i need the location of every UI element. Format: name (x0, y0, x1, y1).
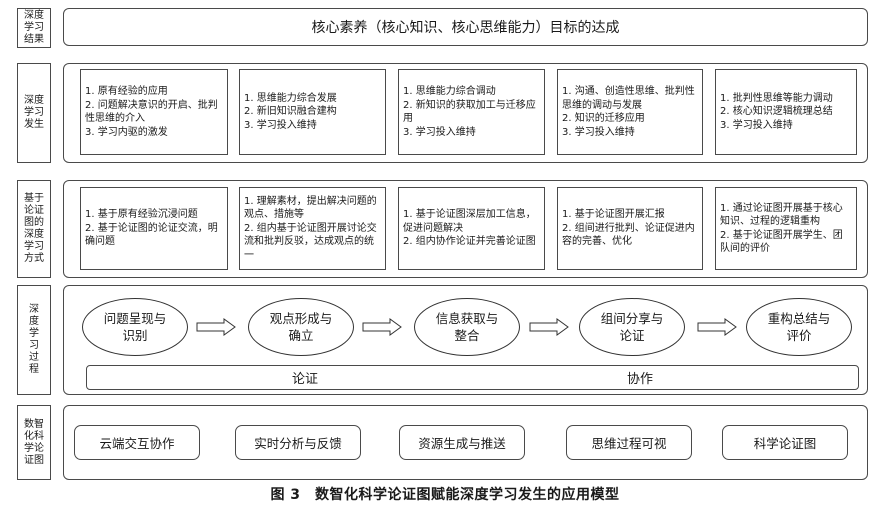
row-label-result: 深度 学习 结果 (17, 8, 51, 48)
row-label-method: 基于 论证 图的 深度 学习 方式 (17, 180, 51, 278)
occurrence-cell-5-line-3: 3. 学习投入维持 (720, 119, 793, 131)
row-label-result-text: 深度 学习 结果 (24, 10, 44, 45)
tools-panel (63, 405, 868, 480)
stage-ellipse-2: 观点形成与 确立 (248, 298, 354, 356)
stage-ellipse-1-text: 问题呈现与 识别 (103, 311, 167, 343)
bar-label-argument: 论证 (292, 372, 319, 387)
method-cell-1-line-2: 2. 基于论证图的论证交流，明确问题 (85, 222, 218, 248)
arrow-right-icon (362, 318, 402, 336)
method-cell-2-line-1: 1. 理解素材，提出解决问题的观点、措施等 (244, 195, 377, 221)
occurrence-cell-4-line-3: 3. 学习投入维持 (562, 126, 635, 138)
method-cell-5: 1. 通过论证图开展基于核心知识、过程的逻辑重构 2. 基于论证图开展学生、团队… (715, 187, 857, 270)
occurrence-cell-5: 1. 批判性思维等能力调动 2. 核心知识逻辑梳理总结 3. 学习投入维持 (715, 69, 857, 155)
stage-ellipse-4: 组间分享与 论证 (579, 298, 685, 356)
occurrence-cell-2: 1. 思维能力综合发展 2. 新旧知识融合建构 3. 学习投入维持 (239, 69, 386, 155)
bar-label-collaboration: 协作 (627, 372, 654, 387)
occurrence-cell-3-line-3: 3. 学习投入维持 (403, 126, 476, 138)
arrow-right-icon (697, 318, 737, 336)
row-label-process: 深 度 学 习 过 程 (17, 285, 51, 395)
arrow-right-icon (529, 318, 569, 336)
method-cell-4-line-1: 1. 基于论证图开展汇报 (562, 209, 665, 221)
method-cell-4: 1. 基于论证图开展汇报 2. 组间进行批判、论证促进内容的完善、优化 (557, 187, 703, 270)
stage-ellipse-5: 重构总结与 评价 (746, 298, 852, 356)
tool-box-1: 云端交互协作 (74, 425, 200, 460)
method-cell-1: 1. 基于原有经验沉浸问题 2. 基于论证图的论证交流，明确问题 (80, 187, 228, 270)
argument-collaboration-bar (86, 365, 859, 390)
stage-ellipse-5-text: 重构总结与 评价 (767, 311, 831, 343)
row-label-process-text: 深 度 学 习 过 程 (29, 304, 39, 375)
tool-box-3: 资源生成与推送 (399, 425, 525, 460)
method-cell-1-line-1: 1. 基于原有经验沉浸问题 (85, 209, 198, 221)
occurrence-cell-3-line-2: 2. 新知识的获取加工与迁移应用 (403, 99, 536, 125)
tool-box-1-text: 云端交互协作 (99, 436, 175, 451)
occurrence-cell-3: 1. 思维能力综合调动 2. 新知识的获取加工与迁移应用 3. 学习投入维持 (398, 69, 545, 155)
figure-caption: 图 3 数智化科学论证图赋能深度学习发生的应用模型 (270, 487, 620, 503)
row-label-tools: 数智 化科 学论 证图 (17, 405, 51, 480)
occurrence-cell-1-line-1: 1. 原有经验的应用 (85, 86, 168, 97)
goal-box: 核心素养（核心知识、核心思维能力）目标的达成 (63, 8, 868, 46)
occurrence-cell-1-line-3: 3. 学习内驱的激发 (85, 126, 168, 138)
tool-box-3-text: 资源生成与推送 (418, 436, 506, 451)
occurrence-cell-2-line-1: 1. 思维能力综合发展 (244, 92, 337, 104)
occurrence-cell-1: 1. 原有经验的应用 2. 问题解决意识的开启、批判性思维的介入 3. 学习内驱… (80, 69, 228, 155)
arrow-right-icon (196, 318, 236, 336)
method-panel (63, 180, 868, 278)
occurrence-cell-4: 1. 沟通、创造性思维、批判性思维的调动与发展 2. 知识的迁移应用 3. 学习… (557, 69, 703, 155)
method-cell-2: 1. 理解素材，提出解决问题的观点、措施等 2. 组内基于论证图开展讨论交流和批… (239, 187, 386, 270)
occurrence-cell-3-line-1: 1. 思维能力综合调动 (403, 86, 496, 97)
stage-ellipse-3-text: 信息获取与 整合 (435, 311, 499, 343)
process-panel (63, 285, 868, 395)
method-cell-4-line-2: 2. 组间进行批判、论证促进内容的完善、优化 (562, 222, 695, 248)
method-cell-3: 1. 基于论证图深层加工信息，促进问题解决 2. 组内协作论证并完善论证图 (398, 187, 545, 270)
tool-box-5: 科学论证图 (722, 425, 848, 460)
method-cell-3-line-2: 2. 组内协作论证并完善论证图 (403, 236, 536, 248)
occurrence-cell-4-line-2: 2. 知识的迁移应用 (562, 113, 645, 124)
tool-box-4-text: 思维过程可视 (591, 436, 667, 451)
occurrence-panel (63, 63, 868, 163)
goal-text: 核心素养（核心知识、核心思维能力）目标的达成 (311, 20, 620, 36)
method-cell-3-line-1: 1. 基于论证图深层加工信息，促进问题解决 (403, 209, 536, 234)
tool-box-2: 实时分析与反馈 (235, 425, 361, 460)
method-cell-2-line-2: 2. 组内基于论证图开展讨论交流和批判反驳，达成观点的统一 (244, 222, 377, 261)
stage-ellipse-1: 问题呈现与 识别 (82, 298, 188, 356)
occurrence-cell-4-line-1: 1. 沟通、创造性思维、批判性思维的调动与发展 (562, 86, 695, 111)
stage-ellipse-3: 信息获取与 整合 (414, 298, 520, 356)
stage-ellipse-4-text: 组间分享与 论证 (600, 311, 664, 343)
row-label-occurrence: 深度 学习 发生 (17, 63, 51, 163)
occurrence-cell-1-line-2: 2. 问题解决意识的开启、批判性思维的介入 (85, 99, 218, 125)
row-label-tools-text: 数智 化科 学论 证图 (24, 418, 44, 466)
tool-box-2-text: 实时分析与反馈 (254, 436, 342, 451)
tool-box-4: 思维过程可视 (566, 425, 692, 460)
occurrence-cell-5-line-1: 1. 批判性思维等能力调动 (720, 92, 833, 104)
occurrence-cell-2-line-3: 3. 学习投入维持 (244, 119, 317, 131)
method-cell-5-line-1: 1. 通过论证图开展基于核心知识、过程的逻辑重构 (720, 202, 843, 228)
method-cell-5-line-2: 2. 基于论证图开展学生、团队间的评价 (720, 229, 843, 255)
occurrence-cell-2-line-2: 2. 新旧知识融合建构 (244, 106, 337, 118)
row-label-method-text: 基于 论证 图的 深度 学习 方式 (24, 193, 44, 264)
tool-box-5-text: 科学论证图 (753, 436, 817, 451)
occurrence-cell-5-line-2: 2. 核心知识逻辑梳理总结 (720, 106, 833, 118)
row-label-occurrence-text: 深度 学习 发生 (24, 95, 44, 130)
stage-ellipse-2-text: 观点形成与 确立 (269, 311, 333, 343)
